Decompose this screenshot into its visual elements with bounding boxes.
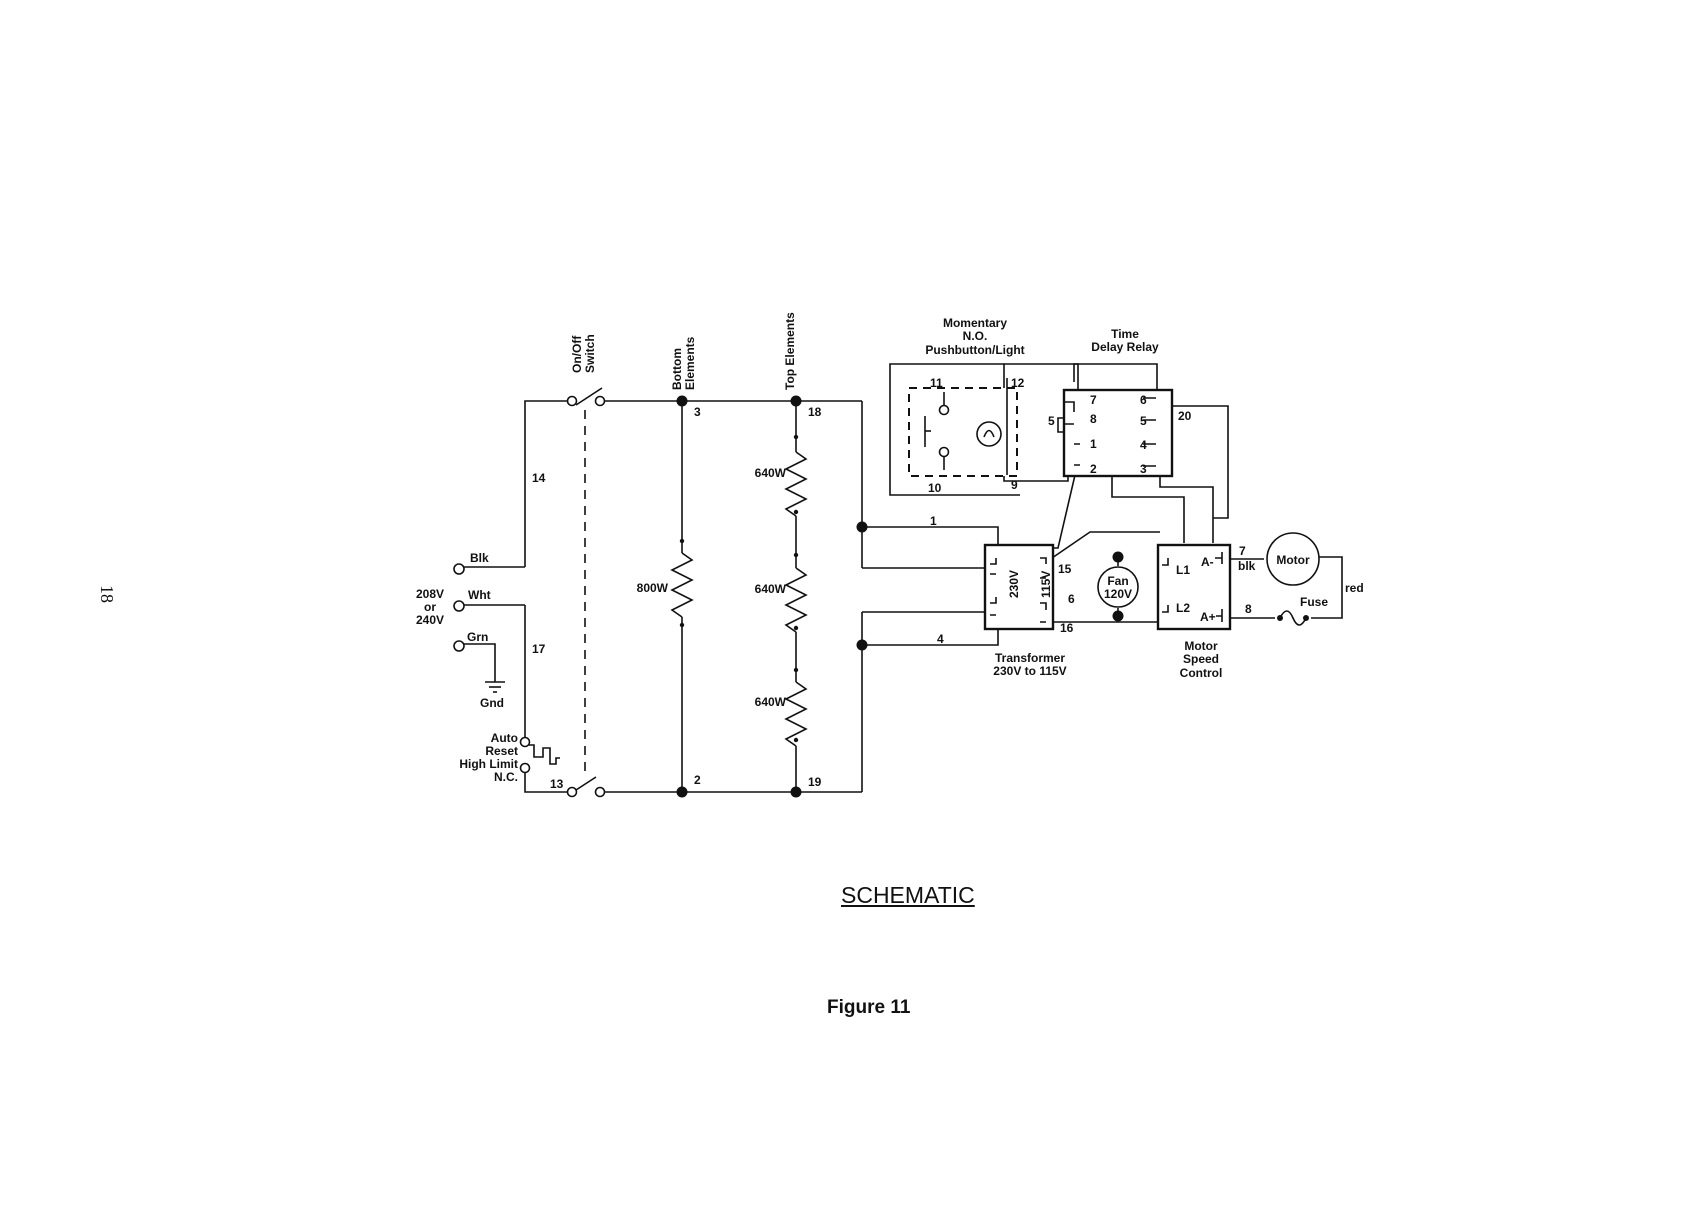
pushbutton-label-line3: Pushbutton/Light — [925, 343, 1024, 357]
speed-control-l2: L2 — [1176, 601, 1190, 615]
wire-13-label: 13 — [550, 777, 564, 791]
top-elements-label: Top Elements — [783, 312, 797, 390]
wire-8-label: 8 — [1245, 602, 1252, 616]
motor-red-label: red — [1345, 581, 1364, 595]
fuse — [1277, 610, 1309, 626]
speed-control-a-minus: A- — [1201, 555, 1214, 569]
relay-pin-1: 1 — [1090, 437, 1097, 451]
wire-19-label: 19 — [808, 775, 822, 789]
motor-label: Motor — [1276, 553, 1310, 567]
bottom-elements-label-line2: Elements — [683, 336, 697, 390]
pushbutton-light — [908, 378, 1018, 477]
heater-circuit — [453, 387, 999, 798]
relay-pin-5-left: 5 — [1048, 414, 1055, 428]
switch-label-line1: On/Off — [570, 335, 584, 373]
voltage-label-240: 240V — [416, 613, 444, 627]
speed-control-a-plus: A+ — [1200, 610, 1216, 624]
relay-pin-5-right: 5 — [1140, 414, 1147, 428]
top-element-rating-1: 640W — [755, 466, 787, 480]
schematic-title: SCHEMATIC — [841, 882, 975, 908]
wire-16-label: 16 — [1060, 621, 1074, 635]
blk-label: Blk — [470, 551, 489, 565]
voltage-label-or: or — [424, 600, 436, 614]
transformer-label-line1: Transformer — [995, 651, 1065, 665]
wire-10-label: 10 — [928, 481, 942, 495]
top-element-rating-2: 640W — [755, 582, 787, 596]
relay-label-line2: Delay Relay — [1091, 340, 1159, 354]
relay-pin-8: 8 — [1090, 412, 1097, 426]
wire-20-label: 20 — [1178, 409, 1192, 423]
speed-control-label-line1: Motor — [1184, 639, 1218, 653]
pushbutton-label-line2: N.O. — [963, 329, 988, 343]
ground-symbol — [485, 681, 505, 693]
wire-6-label: 6 — [1068, 592, 1075, 606]
bottom-elements-label-line1: Bottom — [670, 348, 684, 390]
limit-label-line2: Reset — [485, 744, 518, 758]
top-element-rating-3: 640W — [755, 695, 787, 709]
blk-terminal — [453, 563, 465, 575]
bottom-element-800w — [670, 401, 694, 792]
transformer — [983, 543, 1055, 631]
fan — [1097, 551, 1139, 622]
wire-3-label: 3 — [694, 405, 701, 419]
grn-label: Grn — [467, 630, 488, 644]
wire-14-label: 14 — [532, 471, 546, 485]
transformer-label-line2: 230V to 115V — [993, 664, 1066, 678]
limit-label-line4: N.C. — [494, 770, 518, 784]
gnd-label: Gnd — [480, 696, 504, 710]
labels: 208V or 240V Blk Wht Grn Gnd 14 17 13 3 … — [416, 312, 1364, 791]
transformer-secondary-label: 115V — [1039, 571, 1053, 598]
wire-11-label: 11 — [930, 376, 943, 390]
wire-18-label: 18 — [808, 405, 822, 419]
motor-speed-control — [1156, 543, 1275, 631]
voltage-label-208: 208V — [416, 587, 444, 601]
wire-9-label: 9 — [1011, 478, 1018, 492]
relay-pin-3: 3 — [1140, 462, 1147, 476]
fuse-icon — [1279, 610, 1307, 626]
wire-1-label: 1 — [930, 514, 937, 528]
wire-12-label: 12 — [1011, 376, 1025, 390]
wire-15-label: 15 — [1058, 562, 1072, 576]
on-off-switch — [566, 387, 606, 798]
relay-label-line1: Time — [1111, 327, 1139, 341]
motor-blk-label: blk — [1238, 559, 1256, 573]
speed-control-label-line2: Speed — [1183, 652, 1219, 666]
limit-label-line1: Auto — [491, 731, 518, 745]
indicator-lamp-icon — [976, 421, 1002, 447]
wire-2-label: 2 — [694, 773, 701, 787]
top-elements-640w — [784, 401, 808, 792]
bottom-element-rating: 800W — [637, 581, 669, 595]
wht-terminal — [453, 600, 465, 612]
limit-label-line3: High Limit — [459, 757, 518, 771]
fuse-label: Fuse — [1300, 595, 1328, 609]
high-limit-thermostat — [519, 736, 560, 774]
fan-icon — [1097, 566, 1139, 608]
fan-label-line2: 120V — [1104, 587, 1132, 601]
pushbutton-label-line1: Momentary — [943, 316, 1007, 330]
grn-terminal — [453, 640, 465, 652]
transformer-primary-label: 230V — [1007, 570, 1021, 598]
wire-17-label: 17 — [532, 642, 546, 656]
wht-label: Wht — [468, 588, 491, 602]
motor-icon — [1266, 532, 1320, 586]
wire-4-label: 4 — [937, 632, 944, 646]
figure-caption: Figure 11 — [827, 997, 911, 1018]
relay-pin-7: 7 — [1090, 393, 1097, 407]
motor — [1266, 532, 1343, 619]
relay-pin-6: 6 — [1140, 393, 1147, 407]
relay-pin-2: 2 — [1090, 462, 1097, 476]
supply-terminals — [453, 563, 526, 693]
fan-label-line1: Fan — [1107, 574, 1128, 588]
speed-control-label-line3: Control — [1180, 666, 1223, 680]
speed-control-l1: L1 — [1176, 563, 1190, 577]
wire-7-label: 7 — [1239, 544, 1246, 558]
time-delay-relay — [1057, 388, 1174, 478]
switch-label-line2: Switch — [583, 334, 597, 373]
relay-pin-4: 4 — [1140, 438, 1147, 452]
